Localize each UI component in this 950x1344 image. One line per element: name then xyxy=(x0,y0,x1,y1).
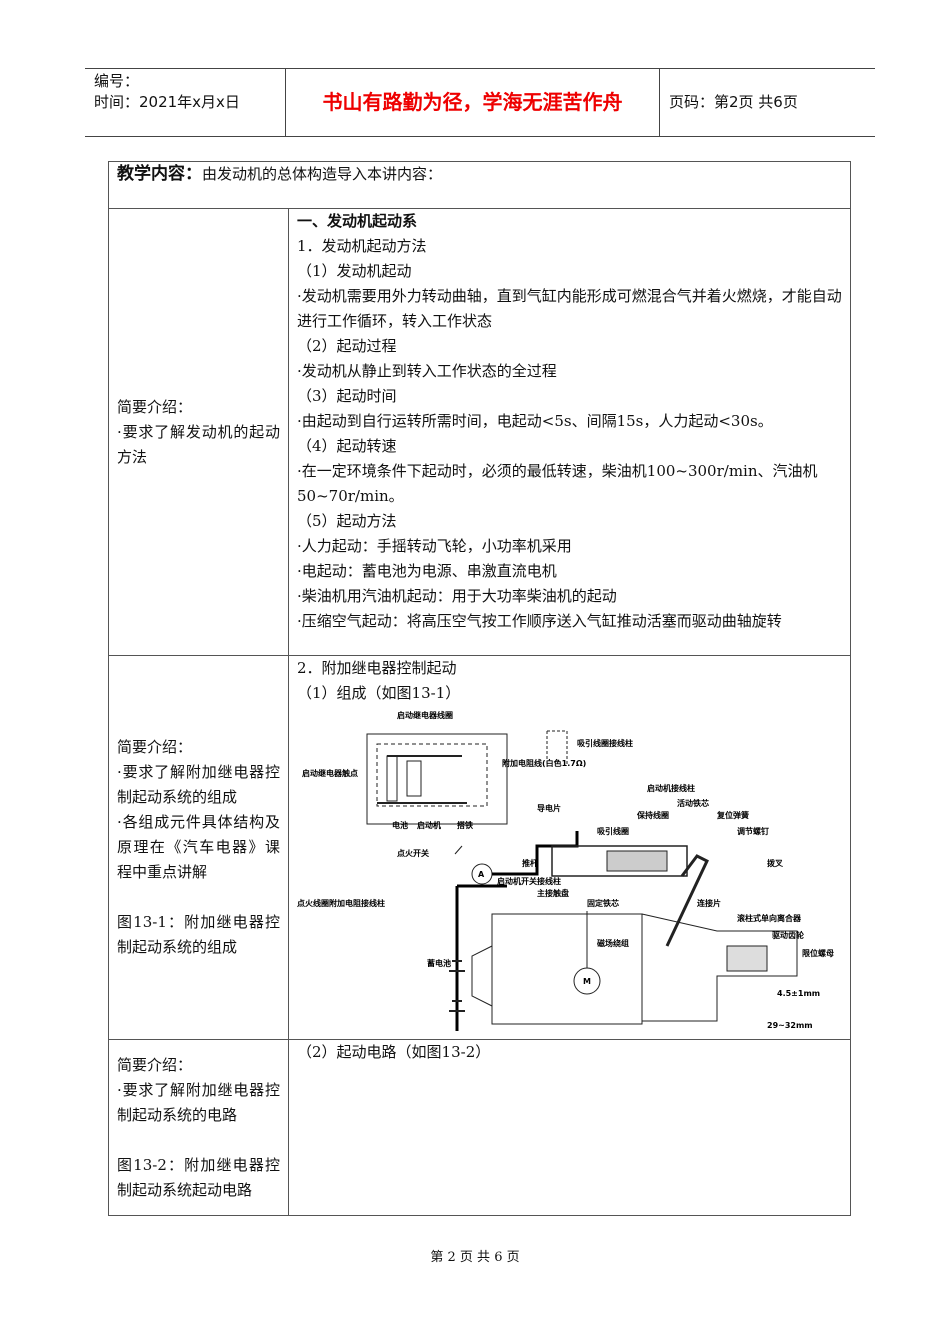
row-content: （2）起动电路（如图13-2） xyxy=(288,1039,851,1216)
diagram-label: 主接触盘 xyxy=(537,888,569,898)
diagram-label: A xyxy=(478,870,485,879)
intro-text: 由发动机的总体构造导入本讲内容： xyxy=(202,165,443,183)
content-line: ·人力起动：手摇转动飞轮，小功率机采用 xyxy=(297,537,572,555)
diagram-label: 吸引线圈接线柱 xyxy=(577,738,633,748)
intro-label: 教学内容： xyxy=(117,164,202,184)
summary-line: ·各组成元件具体结构及原理在《汽车电器》课程中重点讲解 xyxy=(117,813,280,881)
diagram-label: 搭铁 xyxy=(457,820,473,830)
content-line: 2．附加继电器控制起动 xyxy=(297,659,457,677)
summary-line: ·要求了解发动机的起动方法 xyxy=(117,422,280,466)
motto: 书山有路勤为径，学海无涯苦作舟 xyxy=(285,69,660,136)
diagram-label: 驱动齿轮 xyxy=(772,930,804,940)
number-label: 编号： xyxy=(94,72,140,90)
page-number-label: 页码：第2页 共6页 xyxy=(669,93,798,111)
diagram-label: 4.5±1mm xyxy=(777,989,820,998)
row-summary: 简要介绍： ·要求了解附加继电器控制起动系统的组成 ·各组成元件具体结构及原理在《汽… xyxy=(108,655,289,1040)
row-content: 一、发动机起动系 1．发动机起动方法 （1）发动机起动 ·发动机需要用外力转动曲轴，直… xyxy=(288,208,851,656)
content-line: 一、发动机起动系 xyxy=(297,212,418,230)
table-row: 简要介绍： ·要求了解发动机的起动方法 一、发动机起动系 1．发动机起动方法 （1）发… xyxy=(108,208,851,656)
diagram-label: 导电片 xyxy=(537,803,561,813)
table-row: 简要介绍： ·要求了解附加继电器控制起动系统的组成 ·各组成元件具体结构及原理在《汽… xyxy=(108,655,851,1040)
summary-line: 简要介绍： xyxy=(117,738,193,756)
content-line: （1）发动机起动 xyxy=(297,262,412,280)
diagram-label: 调节螺钉 xyxy=(737,826,769,836)
diagram-label: 启动机开关接线柱 xyxy=(497,876,561,886)
diagram-label: 吸引线圈 xyxy=(597,826,629,836)
diagram-label: 磁场绕组 xyxy=(597,938,629,948)
diagram-label: 滚柱式单向离合器 xyxy=(737,913,802,923)
diagram-label: M xyxy=(583,977,591,986)
row-content: 2．附加继电器控制起动 （1）组成（如图13-1） xyxy=(288,655,851,1040)
row-summary: 简要介绍： ·要求了解附加继电器控制起动系统的电路 图13-2：附加继电器控制起动… xyxy=(108,1039,289,1216)
time-label: 时间：2021年x月x日 xyxy=(94,93,240,111)
summary-line: 图13-2：附加继电器控制起动系统起动电路 xyxy=(117,1155,280,1199)
content-line: （5）起动方法 xyxy=(297,512,397,530)
summary-line xyxy=(117,885,280,910)
lesson-table: 教学内容：由发动机的总体构造导入本讲内容： 简要介绍： ·要求了解发动机的起动方法… xyxy=(108,161,851,1216)
summary-line: ·要求了解附加继电器控制起动系统的电路 xyxy=(117,1080,280,1124)
diagram-label: 点火开关 xyxy=(397,848,429,858)
content-line: （3）起动时间 xyxy=(297,387,397,405)
page-header: 编号： 时间：2021年x月x日 书山有路勤为径，学海无涯苦作舟 页码：第2页 … xyxy=(85,68,875,137)
content-line: （2）起动电路（如图13-2） xyxy=(297,1043,491,1061)
diagram-label: 活动铁芯 xyxy=(677,798,709,808)
content-line: （4）起动转速 xyxy=(297,437,397,455)
diagram-label: 限位螺母 xyxy=(802,948,834,958)
diagram-label: 蓄电池 xyxy=(427,958,451,968)
diagram-label: 固定铁芯 xyxy=(587,898,619,908)
diagram-label: 电池 xyxy=(392,820,408,830)
diagram-label: 附加电阻线(白色1.7Ω) xyxy=(502,758,586,768)
diagram-label: 保持线圈 xyxy=(636,810,669,820)
intro-row: 教学内容：由发动机的总体构造导入本讲内容： xyxy=(108,161,851,209)
summary-line: 简要介绍： xyxy=(117,1055,193,1074)
diagram-label: 推杆 xyxy=(522,858,538,868)
content-line: 1．发动机起动方法 xyxy=(297,237,427,255)
diagram-label: 启动继电器线圈 xyxy=(397,710,453,720)
summary-line: ·要求了解附加继电器控制起动系统的组成 xyxy=(117,763,280,806)
content-line: （2）起动过程 xyxy=(297,337,397,355)
diagram-label: 点火线圈附加电阻接线柱 xyxy=(297,898,385,908)
diagram-label: 拨叉 xyxy=(767,858,784,868)
table-row: 简要介绍： ·要求了解附加继电器控制起动系统的电路 图13-2：附加继电器控制起动… xyxy=(108,1039,851,1216)
diagram-label: 复位弹簧 xyxy=(716,810,749,820)
summary-line: 图13-1：附加继电器控制起动系统的组成 xyxy=(117,913,280,956)
content-line: ·发动机需要用外力转动曲轴，直到气缸内能形成可燃混合气并着火燃烧，才能自动进行工… xyxy=(297,287,842,330)
content-line: ·在一定环境条件下起动时，必须的最低转速，柴油机100~300r/min、汽油机… xyxy=(297,462,818,505)
diagram-label: 启动机 xyxy=(417,820,441,830)
header-meta: 编号： 时间：2021年x月x日 xyxy=(85,69,285,136)
diagram-label: 29~32mm xyxy=(767,1021,813,1030)
content-line: ·由起动到自行运转所需时间，电起动<5s、间隔15s，人力起动<30s。 xyxy=(297,412,773,430)
summary-line: 简要介绍： xyxy=(117,397,193,416)
content-line: ·柴油机用汽油机起动：用于大功率柴油机的起动 xyxy=(297,587,617,605)
row-summary: 简要介绍： ·要求了解发动机的起动方法 xyxy=(108,208,289,656)
diagram-label: 连接片 xyxy=(697,898,721,908)
summary-line xyxy=(117,1128,280,1153)
diagram-label: 启动继电器触点 xyxy=(302,768,358,778)
page-footer: 第 2 页 共 6 页 xyxy=(430,1250,520,1265)
content-line: ·压缩空气起动：将高压空气按工作顺序送入气缸推动活塞而驱动曲轴旋转 xyxy=(297,612,782,630)
content-line: ·发动机从静止到转入工作状态的全过程 xyxy=(297,362,557,380)
content-line: ·电起动：蓄电池为电源、串激直流电机 xyxy=(297,562,557,580)
content-line: （1）组成（如图13-1） xyxy=(297,684,461,702)
diagram-label: 启动机接线柱 xyxy=(647,783,695,793)
